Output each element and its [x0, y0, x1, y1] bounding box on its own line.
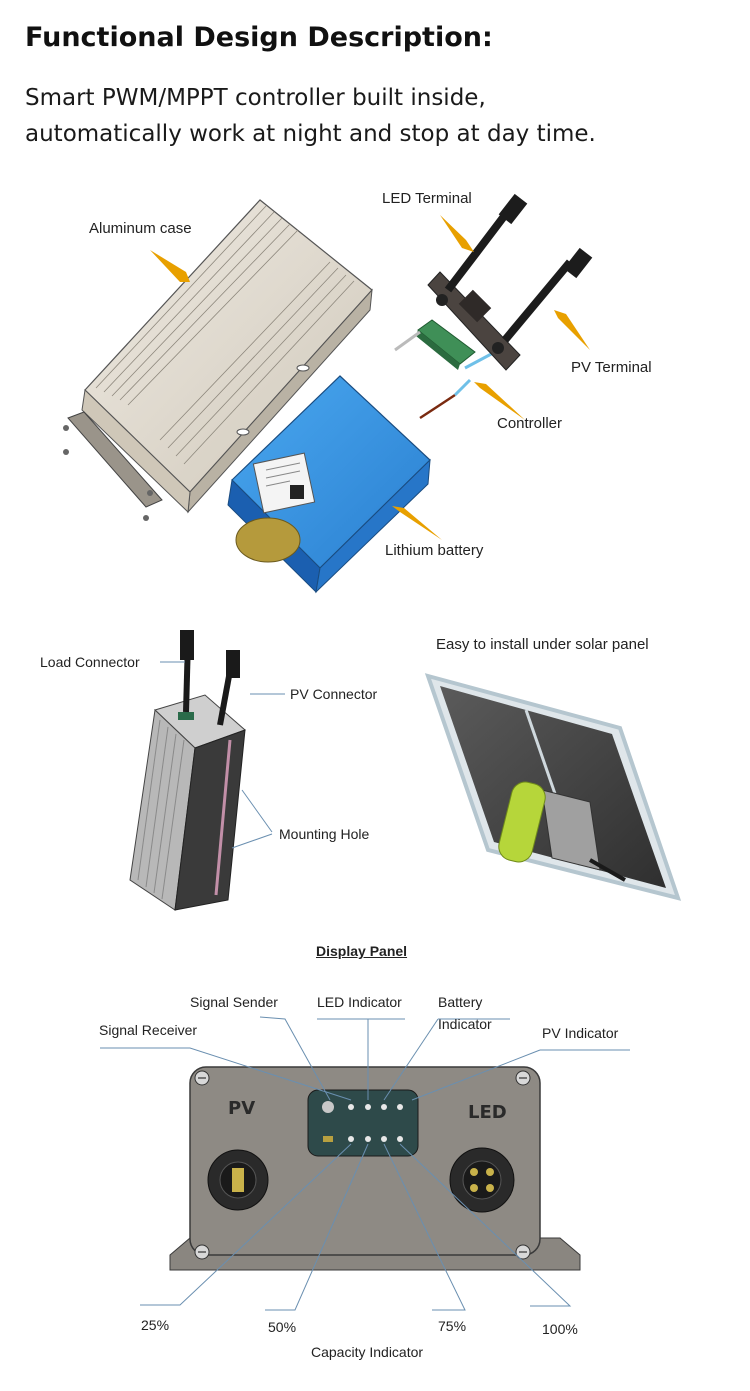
label-battery: Battery: [438, 994, 483, 1010]
label-controller: Controller: [497, 415, 563, 432]
label-pv-terminal: PV Terminal: [571, 359, 652, 376]
solar-panel-drawing: [424, 673, 682, 901]
label-pv-indicator: PV Indicator: [542, 1025, 619, 1041]
callout-arrows-top: [150, 215, 590, 540]
label-capacity-indicator: Capacity Indicator: [311, 1344, 424, 1360]
intro-line-1: Smart PWM/MPPT controller built inside,: [25, 85, 486, 111]
pv-mark: PV: [228, 1098, 256, 1119]
label-capacity-75: 75%: [438, 1318, 467, 1334]
label-capacity-25: 25%: [141, 1317, 170, 1333]
aluminum-case-drawing: [63, 199, 373, 521]
label-pv-connector: PV Connector: [290, 686, 378, 702]
intro-text: Smart PWM/MPPT controller built inside, …: [25, 80, 596, 152]
led-mark: LED: [468, 1102, 507, 1123]
label-mounting-hole: Mounting Hole: [279, 826, 370, 842]
display-panel-title: Display Panel: [316, 943, 408, 959]
lithium-battery-drawing: [227, 375, 456, 594]
label-lithium-battery: Lithium battery: [385, 542, 484, 559]
terminal-plate-drawing: [427, 193, 593, 371]
label-battery-indicator: Indicator: [438, 1016, 492, 1032]
page-title: Functional Design Description:: [25, 22, 493, 53]
label-led-indicator: LED Indicator: [317, 994, 402, 1010]
label-led-terminal: LED Terminal: [382, 190, 472, 207]
label-capacity-100: 100%: [542, 1321, 578, 1337]
label-aluminum-case: Aluminum case: [89, 220, 192, 237]
label-capacity-50: 50%: [268, 1319, 297, 1335]
label-signal-sender: Signal Sender: [190, 994, 278, 1010]
intro-line-2: automatically work at night and stop at …: [25, 121, 596, 147]
label-signal-receiver: Signal Receiver: [99, 1022, 198, 1038]
controller-drawing: [394, 319, 496, 397]
label-easy-install: Easy to install under solar panel: [436, 636, 649, 653]
label-load-connector: Load Connector: [40, 654, 140, 670]
light-unit-drawing: [129, 630, 285, 911]
